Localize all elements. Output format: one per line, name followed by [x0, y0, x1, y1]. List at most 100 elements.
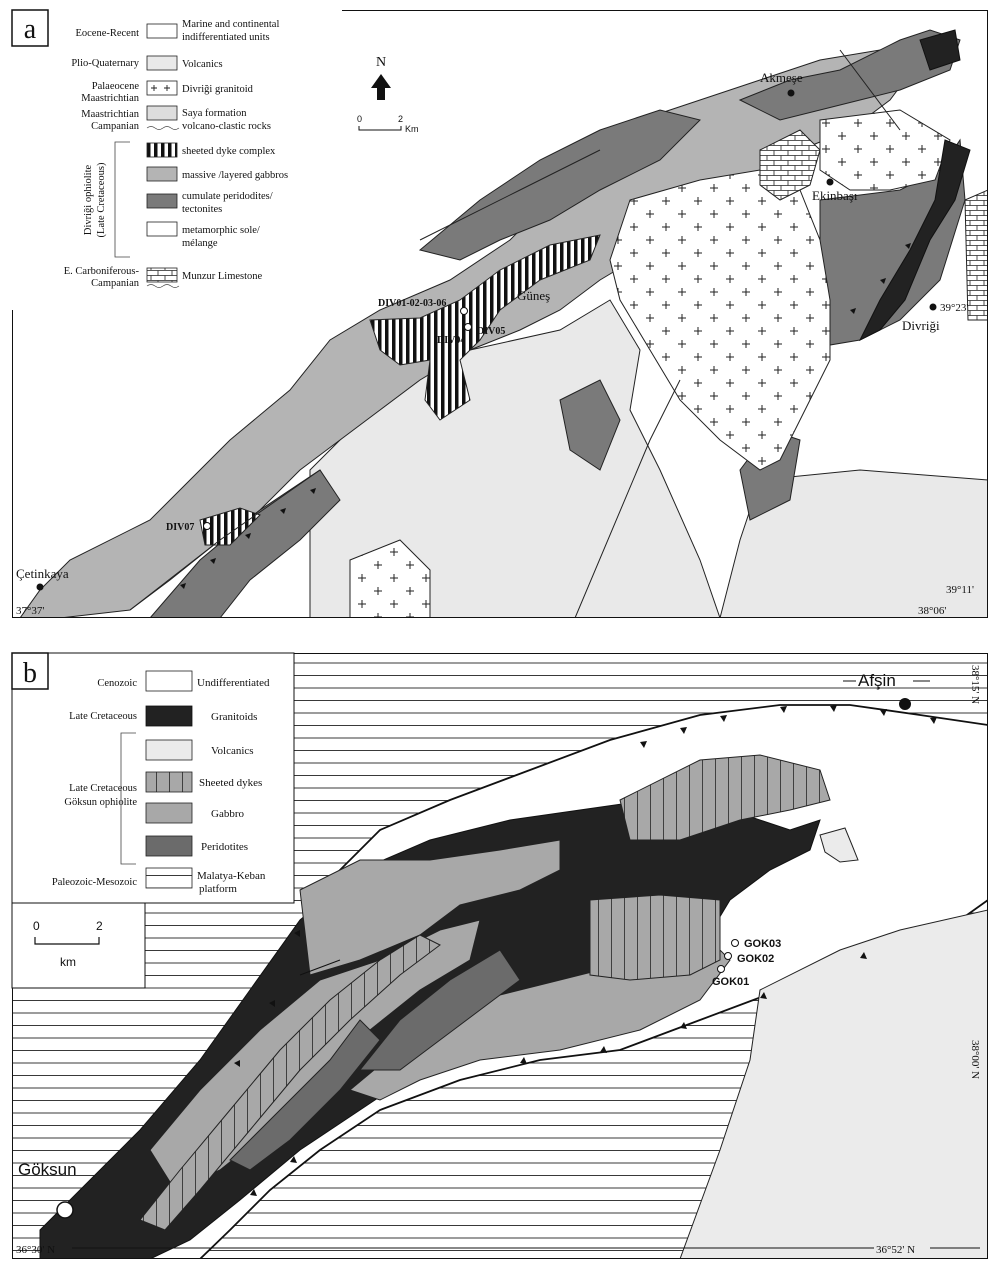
- swatch-granitoids: [145, 705, 193, 727]
- unit-marine-1: Marine and continental: [182, 19, 279, 30]
- swatch-sheeted: [146, 142, 178, 158]
- era-campanian: Campanian: [91, 121, 140, 132]
- era-eocene: Eocene-Recent: [75, 28, 139, 39]
- swatch-marine: [146, 23, 178, 39]
- coord-a-1: 39°23': [940, 302, 968, 314]
- place-divrigi: Divriği: [902, 318, 940, 333]
- panel-a-map: [12, 10, 988, 618]
- swatch-peridotites: [145, 835, 193, 857]
- coord-a-4: 38°06': [918, 605, 946, 617]
- panel-a-legend: a Eocene-Recent Plio-Quaternary Palaeoce…: [11, 9, 342, 310]
- afsin-marker: [899, 698, 911, 710]
- unit-gabbro-b: Gabbro: [211, 808, 244, 820]
- unit-saya-2: volcano-clastic rocks: [182, 121, 271, 132]
- swatch-sheeted-b: [145, 771, 193, 793]
- era-ophiolite-2: (Late Cretaceous): [96, 162, 107, 237]
- unit-volcanics-b: Volcanics: [211, 745, 254, 757]
- sample-div04: DIV04: [437, 335, 465, 346]
- swatch-undifferentiated: [145, 670, 193, 692]
- sample-div07: DIV07: [166, 522, 194, 533]
- swatch-malatya: [145, 867, 193, 889]
- place-ekinbasi: Ekinbaşı: [812, 188, 858, 203]
- scale-a-two: 2: [398, 114, 403, 124]
- sample-gok03: GOK03: [744, 938, 781, 950]
- coord-a-3: 37°37': [16, 605, 44, 617]
- unit-malatya-1: Malatya-Keban: [197, 870, 266, 882]
- era-palaeocene: Palaeocene: [92, 81, 140, 92]
- scale-a-unit: Km: [405, 124, 419, 134]
- scale-b-two: 2: [96, 919, 103, 933]
- sample-gok01-marker: [717, 965, 725, 973]
- unit-cumulate-1: cumulate peridodites/: [182, 191, 273, 202]
- place-cetinkaya: Çetinkaya: [16, 566, 69, 581]
- goksun-marker: [56, 1201, 74, 1219]
- north-arrow: N: [371, 55, 391, 100]
- unit-munzur: Munzur Limestone: [182, 271, 263, 282]
- era-carboniferous-1: E. Carboniferous-: [64, 266, 140, 277]
- panel-b-legend: b Cenozoic Late Cretaceous Late Cretaceo…: [11, 652, 295, 989]
- north-label: N: [376, 55, 386, 70]
- era-late-cretaceous: Late Cretaceous: [69, 711, 137, 722]
- era-maastrichtian-2: Maastrichtian: [81, 109, 139, 120]
- cetinkaya-marker: [36, 583, 44, 591]
- coord-b-3: 36°30' N: [16, 1244, 55, 1256]
- scale-b-unit: km: [60, 955, 76, 969]
- unit-granitoid: Divriği granitoid: [182, 84, 254, 95]
- sample-div01: DIV01-02-03-06: [378, 298, 446, 309]
- akmese-marker: [787, 89, 795, 97]
- unit-sheeted-b: Sheeted dykes: [199, 777, 262, 789]
- sample-gok02: GOK02: [737, 953, 774, 965]
- place-gunes: Güneş: [517, 288, 550, 303]
- unit-granitoids: Granitoids: [211, 711, 257, 723]
- swatch-volcanics: [146, 55, 178, 71]
- era-maastrichtian-1: Maastrichtian: [81, 93, 139, 104]
- unit-sole-2: mélange: [182, 238, 218, 249]
- unit-peridotites: Peridotites: [201, 841, 248, 853]
- swatch-sole: [146, 221, 178, 237]
- era-carboniferous-2: Campanian: [91, 278, 140, 289]
- unit-gabbros: massive /layered gabbros: [182, 170, 288, 181]
- era-paleozoic: Paleozoic-Mesozoic: [52, 877, 137, 888]
- swatch-gabbro-b: [145, 802, 193, 824]
- coord-b-1: 38°15' N: [969, 665, 981, 704]
- north-arrow-icon: [371, 74, 391, 100]
- swatch-cumulate: [146, 193, 178, 209]
- coord-a-2: 39°11': [946, 584, 974, 596]
- scale-a-zero: 0: [357, 114, 362, 124]
- place-afsin: Afşin: [858, 671, 896, 690]
- unit-sole-1: metamorphic sole/: [182, 225, 260, 236]
- swatch-volcanics-b: [145, 739, 193, 761]
- swatch-gabbros: [146, 166, 178, 182]
- era-goksun-1: Late Cretaceous: [69, 783, 137, 794]
- sample-gok03-marker: [731, 939, 739, 947]
- place-goksun: Göksun: [18, 1160, 77, 1179]
- sample-div01-marker: [460, 307, 468, 315]
- sample-gok01: GOK01: [712, 976, 749, 988]
- sample-div07-marker: [203, 522, 211, 530]
- swatch-munzur: [146, 267, 178, 283]
- sample-div05-marker: [464, 323, 472, 331]
- panel-a-scale: 0 2 Km: [357, 114, 419, 134]
- unit-volcanics: Volcanics: [182, 59, 223, 70]
- era-goksun-2: Göksun ophiolite: [64, 797, 137, 808]
- coord-b-4: 36°52' N: [876, 1244, 915, 1256]
- panel-a-label: a: [24, 14, 37, 45]
- divrigi-marker: [929, 303, 937, 311]
- swatch-saya: [146, 105, 178, 121]
- ekinbasi-marker: [826, 178, 834, 186]
- unit-marine-2: indifferentiated units: [182, 32, 270, 43]
- unit-cumulate-2: tectonites: [182, 204, 222, 215]
- unit-sheeted: sheeted dyke complex: [182, 146, 276, 157]
- unit-saya-1: Saya formation: [182, 108, 247, 119]
- panel-b-map: [12, 653, 988, 1259]
- era-plio: Plio-Quaternary: [71, 58, 139, 69]
- panel-b-scale-box: [11, 902, 146, 989]
- scale-b-zero: 0: [33, 919, 40, 933]
- sample-gok02-marker: [724, 952, 732, 960]
- swatch-granitoid: [146, 80, 178, 96]
- unit-undifferentiated: Undifferentiated: [197, 677, 270, 689]
- panel-b-label: b: [23, 658, 37, 689]
- coord-b-2: 38°00' N: [969, 1040, 981, 1079]
- era-ophiolite-1: Divriği ophiolite: [83, 165, 94, 236]
